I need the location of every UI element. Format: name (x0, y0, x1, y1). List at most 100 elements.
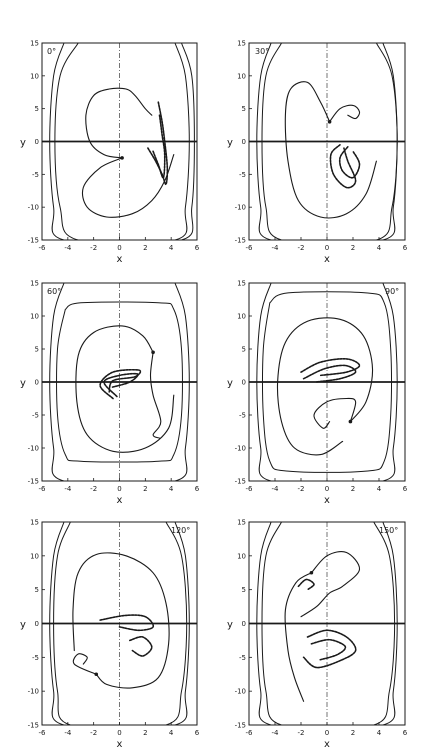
x-tick-label: 0 (325, 485, 329, 493)
x-tick-label: 2 (351, 485, 355, 493)
x-tick-label: 6 (195, 729, 200, 737)
y-tick-label: 15 (237, 40, 246, 48)
y-tick-label: 5 (242, 105, 246, 113)
series-separatrix (72, 552, 170, 689)
y-tick-label: -5 (239, 171, 246, 179)
y-tick-label: 10 (237, 72, 246, 80)
x-tick-label: -6 (246, 485, 254, 493)
series-separatrix (300, 551, 361, 618)
series-vortex (129, 636, 153, 657)
x-tick-label: 2 (143, 729, 147, 737)
y-tick-label: -10 (28, 445, 39, 453)
y-tick-label: 10 (237, 552, 246, 560)
series-vortex (99, 614, 155, 632)
y-tick-label: -5 (32, 412, 39, 420)
series-inner-boundary (53, 522, 188, 725)
y-tick-label: 5 (35, 586, 39, 594)
x-tick-label: -6 (39, 729, 47, 737)
panel-label: 30° (255, 47, 269, 56)
y-tick-label: -15 (28, 722, 39, 730)
y-tick-label: 15 (30, 519, 39, 527)
series-vortex (310, 638, 347, 661)
x-tick-label: 2 (143, 485, 147, 493)
y-tick-label: -10 (28, 204, 39, 212)
plot-area (42, 43, 197, 240)
series-inner-boundary (54, 43, 195, 240)
series-vortex (329, 144, 357, 189)
panel-label: 60° (47, 287, 61, 296)
x-tick-label: 4 (377, 244, 382, 252)
series-separatrix (329, 104, 361, 123)
y-axis-label: y (227, 138, 233, 149)
x-tick-label: -6 (246, 729, 254, 737)
x-tick-label: -4 (272, 485, 280, 493)
series-vortex (152, 114, 166, 179)
y-tick-label: 5 (35, 105, 39, 113)
x-tick-label: 0 (117, 244, 121, 252)
panel-label: 0° (47, 47, 56, 56)
y-tick-label: 10 (30, 72, 39, 80)
y-tick-label: 0 (242, 379, 246, 387)
series-vortex (147, 101, 169, 186)
y-tick-label: -5 (32, 171, 39, 179)
y-tick-label: -5 (239, 654, 246, 662)
y-tick-label: -15 (28, 478, 39, 486)
x-tick-label: 4 (377, 729, 382, 737)
series-outer-boundary (49, 283, 190, 481)
series-separatrix (284, 81, 377, 219)
series-vortex (99, 368, 142, 400)
y-axis-label: y (20, 138, 26, 149)
stagnation-point (151, 350, 155, 355)
stagnation-point (309, 570, 314, 575)
stagnation-point (120, 156, 124, 160)
series-separatrix (149, 351, 162, 439)
series-inner-boundary (56, 301, 183, 463)
x-tick-label: 6 (403, 485, 408, 493)
y-tick-label: 15 (237, 280, 246, 288)
series-separatrix (81, 154, 175, 218)
x-axis-label: x (117, 739, 123, 750)
x-axis-label: x (324, 495, 330, 506)
x-tick-label: 0 (117, 729, 121, 737)
y-tick-label: -10 (235, 688, 246, 696)
x-tick-label: 6 (403, 244, 408, 252)
x-tick-label: -6 (246, 244, 254, 252)
x-tick-label: -2 (298, 485, 305, 493)
x-tick-label: 6 (403, 729, 408, 737)
x-tick-label: 2 (351, 244, 355, 252)
x-tick-label: -4 (272, 729, 280, 737)
stagnation-point (94, 672, 99, 677)
y-tick-label: 10 (30, 552, 39, 560)
x-tick-label: 6 (195, 485, 200, 493)
plot-area (42, 522, 197, 725)
series-vortex (300, 357, 361, 377)
x-tick-label: 2 (143, 244, 147, 252)
series-separatrix (276, 317, 374, 456)
x-tick-label: -6 (39, 485, 47, 493)
x-axis-label: x (324, 739, 330, 750)
x-tick-label: -4 (272, 244, 280, 252)
x-tick-label: 2 (351, 729, 355, 737)
x-tick-label: 4 (377, 485, 382, 493)
stagnation-point (327, 120, 332, 124)
x-tick-label: -2 (90, 485, 97, 493)
plot-area (249, 522, 405, 725)
x-tick-label: -2 (298, 729, 305, 737)
series-inner-boundary (261, 43, 398, 240)
y-tick-label: 5 (242, 586, 246, 594)
y-axis-label: y (227, 620, 233, 631)
x-tick-label: 4 (169, 485, 174, 493)
panel-label: 120° (171, 526, 190, 535)
stagnation-point (348, 419, 353, 424)
x-tick-label: 4 (169, 729, 174, 737)
y-tick-label: -5 (32, 654, 39, 662)
x-tick-label: 0 (325, 729, 329, 737)
x-tick-label: -6 (39, 244, 47, 252)
series-outer-boundary (256, 283, 398, 481)
x-tick-label: 4 (169, 244, 174, 252)
y-tick-label: 0 (35, 620, 39, 628)
series-vortex (103, 372, 139, 398)
